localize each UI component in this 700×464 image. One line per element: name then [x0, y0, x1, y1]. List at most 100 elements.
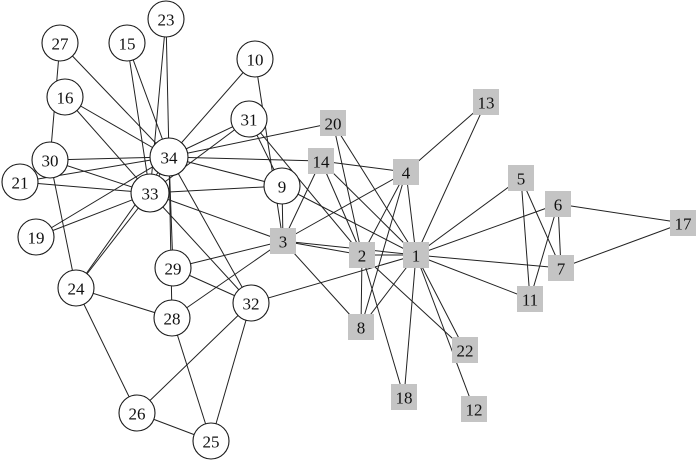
square-node-shape [349, 242, 375, 268]
node-label: 29 [165, 260, 182, 279]
node-18: 18 [391, 384, 417, 410]
edge-1-32 [250, 254, 417, 304]
node-15: 15 [108, 24, 146, 62]
edge-3-14 [282, 160, 322, 242]
edge-14-34 [168, 156, 322, 162]
square-node-shape [391, 384, 417, 410]
circle-node-shape [153, 299, 191, 337]
node-16: 16 [46, 78, 84, 116]
edge-2-3 [282, 240, 363, 256]
node-31: 31 [230, 100, 268, 138]
node-26: 26 [118, 394, 156, 432]
square-node-shape [320, 110, 346, 136]
node-4: 4 [393, 159, 419, 185]
circle-node-shape [108, 24, 146, 62]
edge-24-26 [75, 287, 138, 414]
edge-26-32 [136, 302, 252, 414]
edge-1-14 [320, 160, 417, 256]
circle-node-shape [17, 218, 55, 256]
square-node-shape [393, 159, 419, 185]
node-24: 24 [57, 269, 95, 307]
edge-7-17 [560, 222, 684, 269]
edge-6-17 [557, 203, 684, 224]
edge-2-4 [361, 171, 407, 256]
node-label: 10 [247, 51, 264, 70]
node-label: 27 [52, 35, 70, 54]
circle-node-shape [46, 78, 84, 116]
node-9: 9 [263, 167, 301, 205]
edge-31-33 [149, 118, 250, 194]
edge-1-5 [415, 177, 522, 256]
edge-30-34 [49, 156, 170, 161]
node-label: 17 [675, 215, 693, 234]
edge-2-22 [361, 254, 466, 351]
edge-1-4 [405, 171, 417, 256]
edge-5-11 [520, 177, 531, 300]
node-20: 20 [320, 110, 346, 136]
circle-node-shape [1, 163, 39, 201]
node-25: 25 [192, 422, 230, 460]
node-label: 28 [164, 310, 181, 329]
edge-20-34 [168, 122, 334, 158]
node-label: 12 [466, 401, 483, 420]
circle-node-shape [147, 0, 185, 38]
edge-1-9 [281, 185, 417, 256]
edge-1-13 [415, 101, 487, 256]
edge-10-34 [168, 58, 256, 158]
edge-3-8 [282, 240, 362, 328]
edge-25-32 [210, 302, 252, 442]
edge-19-34 [35, 156, 170, 238]
edge-layer [19, 18, 684, 442]
edge-3-10 [254, 58, 284, 242]
node-30: 30 [31, 141, 69, 179]
node-label: 24 [68, 280, 86, 299]
edge-6-11 [529, 203, 559, 300]
square-node-shape [270, 228, 296, 254]
circle-node-shape [192, 422, 230, 460]
edge-4-8 [360, 171, 407, 328]
edge-1-20 [332, 122, 417, 256]
edge-21-34 [19, 156, 170, 183]
node-label: 6 [554, 196, 563, 215]
node-label: 7 [557, 260, 566, 279]
node-label: 4 [402, 164, 411, 183]
edge-27-34 [59, 42, 170, 158]
node-label: 2 [358, 247, 367, 266]
node-label: 26 [129, 405, 146, 424]
node-19: 19 [17, 218, 55, 256]
square-node-shape [348, 314, 374, 340]
node-32: 32 [232, 284, 270, 322]
node-label: 3 [279, 233, 288, 252]
square-node-shape [545, 191, 571, 217]
edge-1-18 [403, 254, 417, 398]
node-label: 23 [158, 11, 175, 30]
node-28: 28 [153, 299, 191, 337]
square-node-shape [308, 148, 334, 174]
node-label: 5 [517, 170, 526, 189]
node-11: 11 [517, 286, 543, 312]
edge-2-20 [332, 122, 363, 256]
node-34: 34 [149, 137, 189, 177]
node-1: 1 [403, 242, 429, 268]
node-27: 27 [41, 24, 79, 62]
node-10: 10 [236, 40, 274, 78]
node-label: 30 [42, 152, 59, 171]
node-label: 33 [142, 185, 159, 204]
node-label: 34 [161, 149, 179, 168]
square-node-shape [473, 89, 499, 115]
square-node-shape [517, 286, 543, 312]
edge-16-34 [64, 96, 170, 158]
circle-node-shape [154, 249, 192, 287]
edge-3-33 [149, 192, 284, 242]
node-2: 2 [349, 242, 375, 268]
node-21: 21 [1, 163, 39, 201]
node-6: 6 [545, 191, 571, 217]
edge-2-18 [361, 254, 405, 398]
edge-9-33 [149, 185, 283, 194]
node-label: 19 [28, 229, 45, 248]
node-label: 8 [357, 319, 366, 338]
edge-1-6 [415, 203, 559, 256]
edge-15-33 [126, 42, 151, 194]
